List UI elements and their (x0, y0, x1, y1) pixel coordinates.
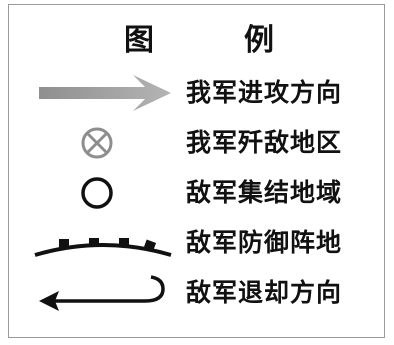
destroyed-enemy-marker-icon (33, 119, 173, 167)
legend-title-left: 图 (124, 23, 154, 58)
legend-label-attack-direction: 我军进攻方向 (186, 78, 343, 107)
legend-label-assembly-area: 敌军集结地域 (186, 178, 343, 207)
retreat-direction-arrow-icon (33, 269, 173, 317)
legend-box: 图 例 我军进攻方向 我军歼敌地区 (8, 4, 385, 338)
legend-label-retreat-direction: 敌军退却方向 (186, 278, 343, 307)
legend-item-retreat-direction: 敌军退却方向 (9, 269, 384, 317)
legend-label-destroy-area: 我军歼敌地区 (186, 128, 343, 157)
legend-title-right: 例 (244, 23, 274, 58)
legend-title: 图 例 (9, 23, 384, 59)
legend-item-assembly-area: 敌军集结地域 (9, 169, 384, 217)
legend-item-defensive-position: 敌军防御阵地 (9, 219, 384, 267)
legend-item-destroy-area: 我军歼敌地区 (9, 119, 384, 167)
defensive-position-line-icon (33, 219, 173, 267)
attack-direction-arrow-icon (33, 69, 173, 117)
legend-item-attack-direction: 我军进攻方向 (9, 69, 384, 117)
assembly-area-circle-icon (33, 169, 173, 217)
legend-label-defensive-position: 敌军防御阵地 (186, 228, 343, 257)
